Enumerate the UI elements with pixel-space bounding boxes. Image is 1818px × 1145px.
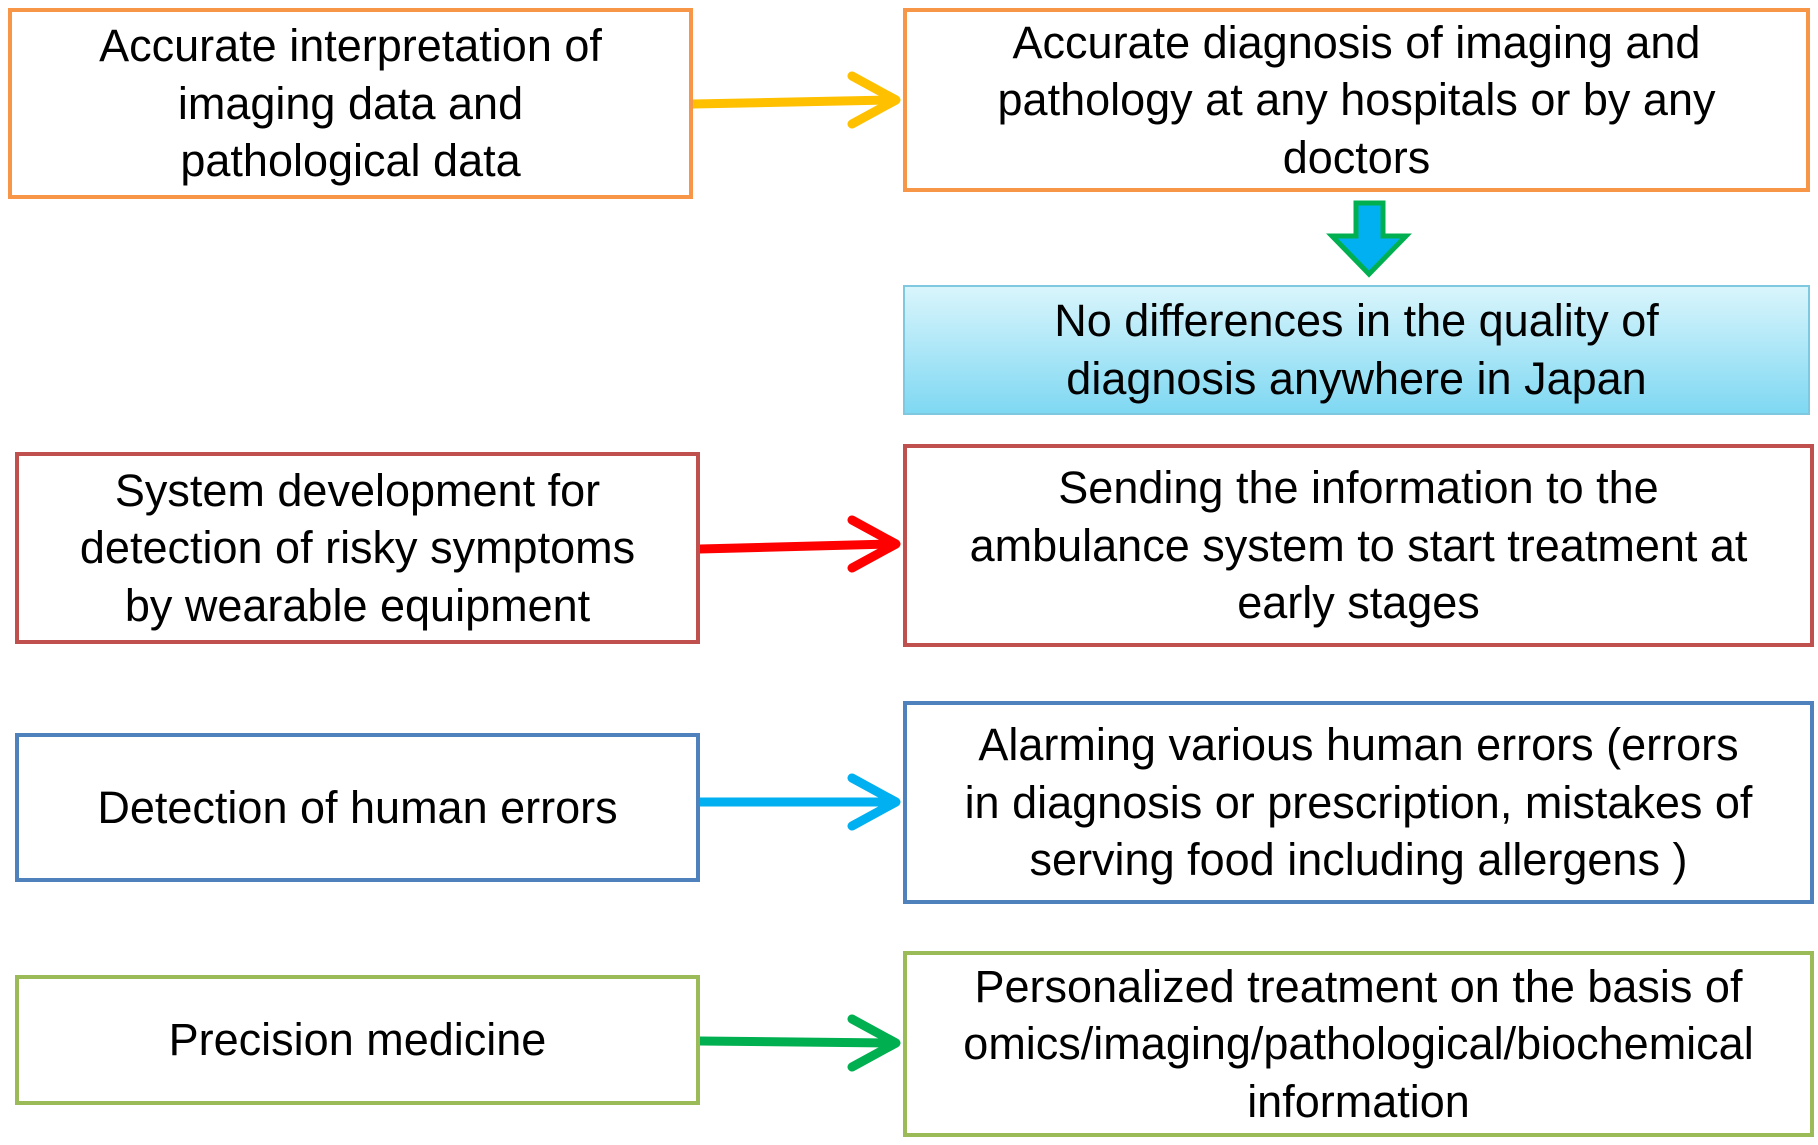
- arrow-row3-head: [847, 773, 901, 831]
- box-precision-medicine: Precision medicine: [15, 975, 700, 1105]
- box-personalized-treatment: Personalized treatment on the basis of o…: [903, 951, 1814, 1137]
- arrow-row2-to-right: [695, 515, 901, 573]
- down-arrow-to-japan-box: [1326, 200, 1412, 278]
- arrow-row1-to-right: [688, 71, 901, 129]
- box-accurate-interpretation: Accurate interpretation of imaging data …: [8, 8, 693, 199]
- box-alarming-human-errors: Alarming various human errors (errors in…: [903, 701, 1814, 904]
- arrow-row2-head: [847, 515, 901, 573]
- box-sending-to-ambulance-text: Sending the information to the ambulance…: [969, 462, 1748, 629]
- box-system-development-wearable: System development for detection of risk…: [15, 452, 700, 644]
- down-arrow-shape: [1326, 200, 1412, 278]
- box-detection-human-errors: Detection of human errors: [15, 733, 700, 882]
- box-alarming-human-errors-text: Alarming various human errors (errors in…: [964, 719, 1753, 886]
- box-precision-medicine-text: Precision medicine: [168, 1014, 547, 1066]
- box-detection-human-errors-text: Detection of human errors: [97, 781, 618, 833]
- arrow-row3-to-right: [695, 773, 901, 831]
- box-system-development-wearable-text: System development for detection of risk…: [79, 464, 636, 631]
- box-accurate-interpretation-text: Accurate interpretation of imaging data …: [99, 20, 602, 187]
- arrow-row1-head: [847, 71, 901, 129]
- arrow-row2-shaft: [695, 539, 897, 554]
- box-no-differences-japan-text: No differences in the quality of diagnos…: [1054, 295, 1659, 404]
- arrow-row1-shaft: [688, 95, 897, 109]
- arrow-row4-to-right: [695, 1014, 901, 1072]
- box-accurate-diagnosis: Accurate diagnosis of imaging and pathol…: [903, 8, 1810, 192]
- box-accurate-diagnosis-text: Accurate diagnosis of imaging and pathol…: [997, 16, 1716, 183]
- box-personalized-treatment-text: Personalized treatment on the basis of o…: [963, 960, 1754, 1127]
- box-no-differences-japan: No differences in the quality of diagnos…: [903, 285, 1810, 415]
- arrow-row4-head: [847, 1014, 901, 1072]
- box-sending-to-ambulance: Sending the information to the ambulance…: [903, 444, 1814, 647]
- arrow-row4-shaft: [695, 1036, 897, 1048]
